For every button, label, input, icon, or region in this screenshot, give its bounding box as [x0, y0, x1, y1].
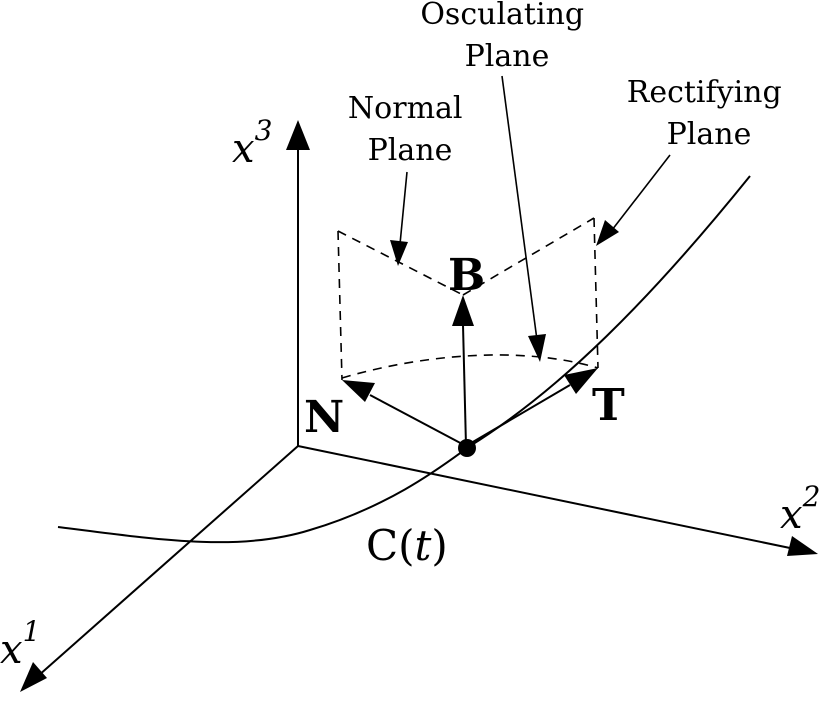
x2-axis: [297, 445, 791, 549]
binormal-vector-arrowhead: [452, 295, 474, 326]
x2-axis-arrowhead: [787, 536, 818, 556]
frame-planes: [337, 217, 599, 381]
rectifying-plane-pointer: [611, 154, 671, 231]
axes: [20, 120, 818, 692]
osculating-plane-pointer-arrowhead: [528, 334, 546, 362]
normal-plane-pointer-arrowhead: [390, 240, 408, 266]
x2-axis-label: x2: [780, 480, 820, 538]
curve-c-t: [57, 175, 751, 544]
tangent-vector-shaft: [465, 384, 571, 447]
x3-axis-label: x3: [232, 114, 272, 172]
curve-label: C(t): [366, 521, 448, 570]
normal-plane-left-edge: [337, 230, 343, 381]
osculating-plane-label: Osculating Plane: [420, 0, 593, 74]
rectifying-plane-pointer-arrowhead: [596, 220, 619, 246]
binormal-label: B: [448, 250, 485, 301]
x3-axis-arrowhead: [286, 120, 310, 150]
x1-axis-label: x1: [0, 615, 40, 673]
frame-vectors: [342, 295, 598, 447]
osculating-plane-pointer: [501, 75, 538, 341]
normal-plane-label: Normal Plane: [348, 91, 472, 168]
osculating-plane-arc: [341, 354, 599, 379]
rectifying-plane-label: Rectifying Plane: [627, 75, 792, 152]
normal-vector-shaft: [369, 394, 467, 447]
tangent-vector-arrowhead: [564, 368, 598, 394]
binormal-vector-shaft: [462, 324, 467, 447]
normal-plane-pointer: [399, 171, 408, 245]
normal-label: N: [304, 392, 344, 443]
plane-pointers: [390, 75, 671, 362]
x1-axis-arrowhead: [20, 662, 47, 692]
normal-plane-top-edge: [337, 230, 464, 296]
curve-point: [458, 439, 476, 457]
tangent-label: T: [592, 380, 625, 431]
x1-axis: [37, 445, 299, 677]
normal-vector-arrowhead: [342, 380, 375, 402]
